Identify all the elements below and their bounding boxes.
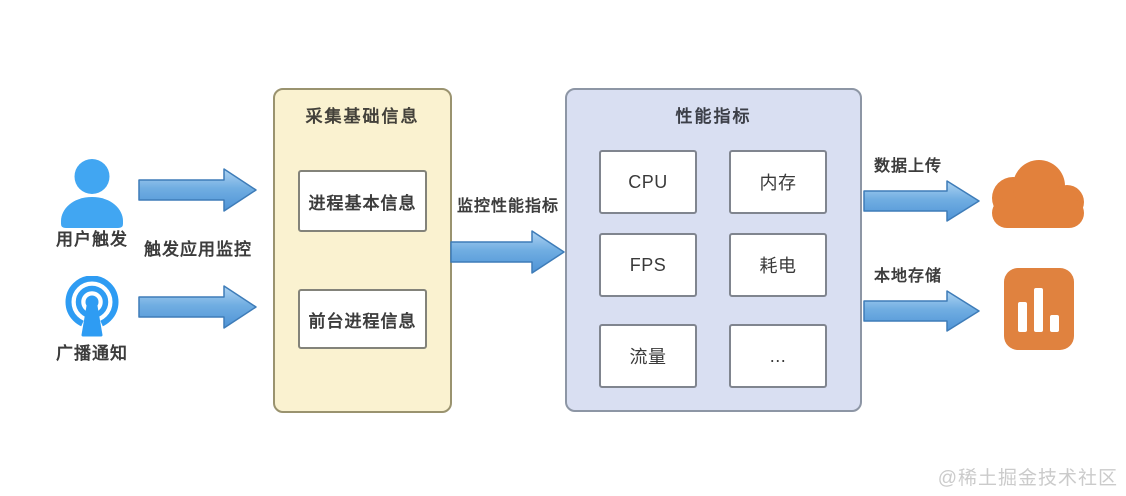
data-upload-label: 数据上传 [873,158,942,175]
metrics-panel-title: 性能指标 [675,107,752,126]
arrow-broadcast-to-collect-icon [138,285,258,329]
arrow-metrics-to-storage-icon [863,290,981,332]
process-basic-info-box: 进程基本信息 [298,170,427,232]
collect-panel-title: 采集基础信息 [305,107,420,126]
broadcast-icon [61,276,123,338]
watermark: @稀土掘金技术社区 [937,468,1118,489]
trigger-monitor-label: 触发应用监控 [144,240,252,259]
metric-cell-cpu: CPU [599,150,697,214]
performance-metrics-panel: 性能指标 CPU 内存 FPS 耗电 流量 ... [565,88,862,412]
user-trigger-label: 用户触发 [56,230,128,249]
arrow-user-to-collect-icon [138,168,258,212]
monitor-metrics-label: 监控性能指标 [456,198,559,215]
metric-cell-memory: 内存 [729,150,827,214]
arrow-collect-to-metrics-icon [450,230,566,274]
foreground-process-info-box: 前台进程信息 [298,289,427,349]
local-storage-label: 本地存储 [873,268,942,285]
user-icon [56,158,128,228]
metric-cell-more: ... [729,324,827,388]
metric-cell-fps: FPS [599,233,697,297]
collect-info-panel: 采集基础信息 进程基本信息 前台进程信息 [273,88,452,413]
arrow-metrics-to-cloud-icon [863,180,981,222]
metric-cell-traffic: 流量 [599,324,697,388]
cloud-icon [983,156,1089,228]
metric-cell-power: 耗电 [729,233,827,297]
broadcast-label: 广播通知 [56,344,128,363]
bar-chart-icon [1004,268,1074,350]
